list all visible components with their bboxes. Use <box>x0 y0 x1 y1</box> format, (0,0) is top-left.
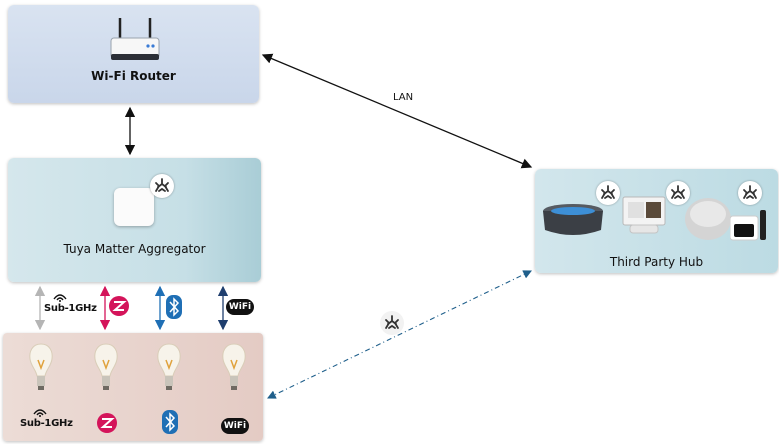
zigbee-icon <box>109 296 129 316</box>
light-bulb-icon <box>222 343 246 390</box>
subghz-label: Sub-1GHz <box>44 303 97 314</box>
smart-display-icon <box>622 196 666 234</box>
matter-dashed-connector <box>267 270 532 399</box>
matter-icon <box>596 181 620 205</box>
light-bulb-icon <box>94 343 118 390</box>
bluetooth-icon <box>166 295 182 319</box>
matter-icon <box>738 181 762 205</box>
bluetooth-icon <box>162 410 178 434</box>
gateway-icon <box>114 188 154 226</box>
matter-icon <box>666 181 690 205</box>
lan-label: LAN <box>393 92 414 103</box>
bulb-wifi-label: WiFi <box>223 421 247 431</box>
aggregator-label: Tuya Matter Aggregator <box>63 242 206 256</box>
light-bulb-icon <box>157 343 181 390</box>
wifi-label: WiFi <box>228 302 252 312</box>
smart-speaker-icon <box>543 204 603 235</box>
router-label: Wi-Fi Router <box>91 69 176 83</box>
signal-icon <box>53 294 67 302</box>
homepod-icon <box>685 198 731 240</box>
router-hub-lan-connector <box>261 53 533 169</box>
matter-icon <box>380 311 404 335</box>
matter-icon <box>150 174 174 198</box>
hub-label: Third Party Hub <box>609 255 704 269</box>
zigbee-icon <box>97 413 117 433</box>
bulb-subghz-label: Sub-1GHz <box>20 418 73 429</box>
signal-icon <box>33 409 47 417</box>
tv-box-icon <box>730 210 766 241</box>
light-bulb-icon <box>29 343 53 390</box>
router-icon <box>110 18 160 60</box>
wifi-icon: WiFi <box>221 418 249 434</box>
wifi-icon: WiFi <box>226 299 254 315</box>
